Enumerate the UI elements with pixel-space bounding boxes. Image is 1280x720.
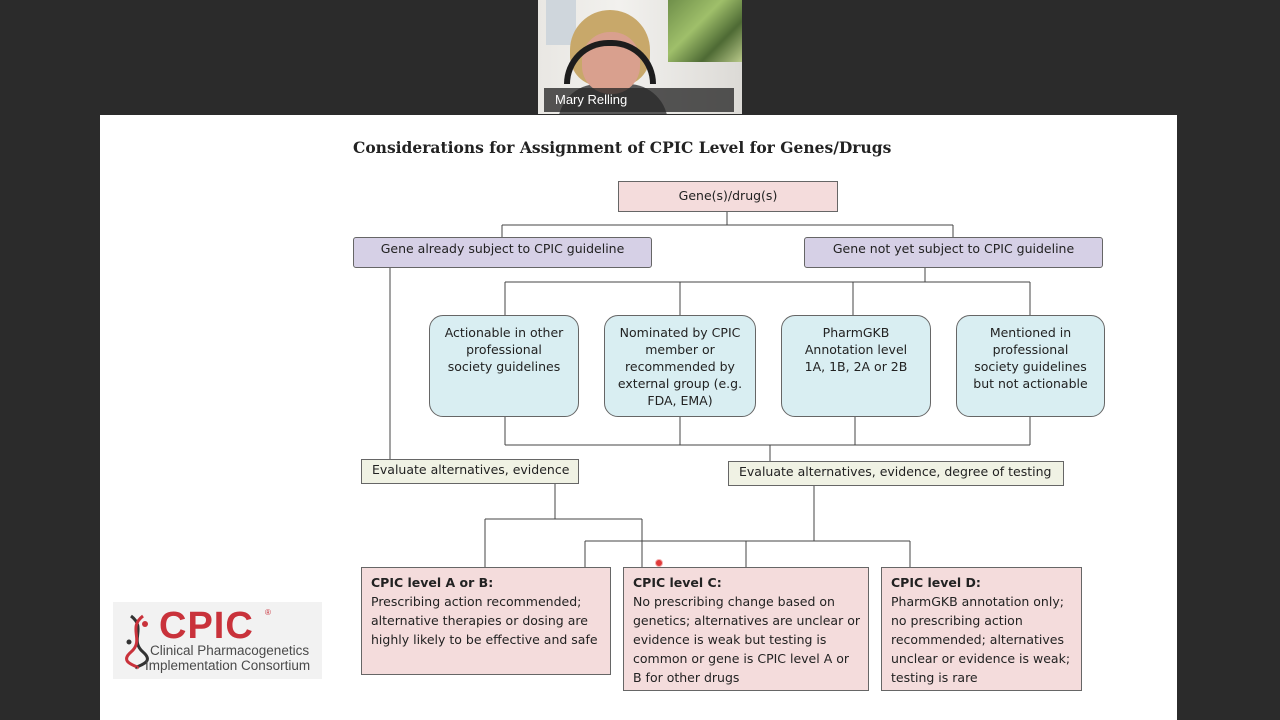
level-a-b-box: CPIC level A or B: Prescribing action re… (361, 567, 611, 675)
level-c-title: CPIC level C: (633, 573, 860, 592)
criterion-nominated-label: Nominated by CPIC member or recommended … (616, 324, 744, 409)
criterion-mentioned: Mentioned in professional society guidel… (956, 315, 1105, 417)
presentation-slide: Considerations for Assignment of CPIC Le… (100, 115, 1177, 720)
level-d-box: CPIC level D: PharmGKB annotation only; … (881, 567, 1082, 691)
eval-alternatives-evidence: Evaluate alternatives, evidence (361, 459, 579, 484)
cpic-logo: CPIC ® Clinical Pharmacogenetics Impleme… (113, 602, 322, 679)
criterion-pharmgkb: PharmGKB Annotation level 1A, 1B, 2A or … (781, 315, 931, 417)
participant-video[interactable]: Mary Relling (538, 0, 742, 114)
cpic-logo-wordmark: CPIC (159, 605, 254, 648)
cpic-logo-line1: Clinical Pharmacogenetics (150, 643, 309, 658)
cpic-logo-line2: Implementation Consortium (145, 658, 310, 673)
eval-alternatives-evidence-label: Evaluate alternatives, evidence (372, 462, 569, 477)
eval-alternatives-evidence-testing: Evaluate alternatives, evidence, degree … (728, 461, 1064, 486)
root-node-label: Gene(s)/drug(s) (679, 188, 778, 203)
level-a-b-text: Prescribing action recommended; alternat… (371, 594, 598, 647)
level-a-b-title: CPIC level A or B: (371, 573, 602, 592)
branch-no-guideline: Gene not yet subject to CPIC guideline (804, 237, 1103, 268)
branch-existing-guideline-label: Gene already subject to CPIC guideline (381, 241, 625, 256)
criterion-actionable: Actionable in other professional society… (429, 315, 579, 417)
branch-no-guideline-label: Gene not yet subject to CPIC guideline (833, 241, 1074, 256)
criterion-nominated: Nominated by CPIC member or recommended … (604, 315, 756, 417)
level-c-box: CPIC level C: No prescribing change base… (623, 567, 869, 691)
registered-mark-icon: ® (265, 608, 271, 617)
participant-name: Mary Relling (544, 88, 734, 112)
root-node: Gene(s)/drug(s) (618, 181, 838, 212)
level-c-text: No prescribing change based on genetics;… (633, 594, 860, 685)
criterion-mentioned-label: Mentioned in professional society guidel… (969, 324, 1093, 392)
video-background-painting (668, 0, 742, 62)
criterion-actionable-label: Actionable in other professional society… (442, 324, 566, 375)
branch-existing-guideline: Gene already subject to CPIC guideline (353, 237, 652, 268)
laser-pointer (655, 559, 663, 567)
level-d-title: CPIC level D: (891, 573, 1073, 592)
criterion-pharmgkb-label: PharmGKB Annotation level 1A, 1B, 2A or … (797, 324, 915, 375)
eval-alternatives-evidence-testing-label: Evaluate alternatives, evidence, degree … (739, 464, 1051, 479)
level-d-text: PharmGKB annotation only; no prescribing… (891, 594, 1070, 685)
